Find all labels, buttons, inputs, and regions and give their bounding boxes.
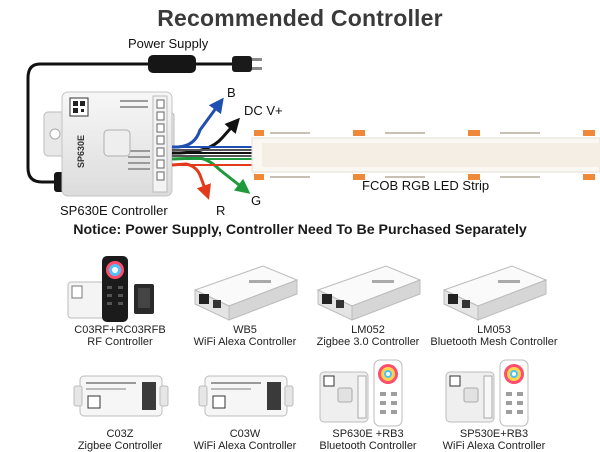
controller-image-wb5 [175,254,315,324]
controller-label: SP630E Controller [60,203,168,218]
controller-card-sp530e-rb3[interactable]: SP530E+RB3 WiFi Alexa Controller [424,358,564,452]
controller-card-lm052[interactable]: LM052 Zigbee 3.0 Controller [298,254,438,348]
controller-desc: Zigbee 3.0 Controller [316,336,420,348]
power-cable [26,62,150,184]
wire-label-dc: DC V+ [244,103,283,118]
controller-name: C03W [229,428,261,440]
controller-name: SP530E+RB3 [459,428,529,440]
controller-card-c03rf[interactable]: C03RF+RC03RFB RF Controller [50,254,190,348]
controller-image-c03rf [50,254,190,324]
power-plug-icon [232,56,262,72]
sp630e-controller: SP630E [43,91,175,197]
controller-desc: RF Controller [87,336,153,348]
controller-card-c03w[interactable]: C03W WiFi Alexa Controller [175,358,315,452]
controller-name: LM052 [351,324,385,336]
controller-card-c03z[interactable]: C03Z Zigbee Controller [50,358,190,452]
wire-bundle-to-strip [172,149,260,157]
power-supply-label: Power Supply [128,36,209,51]
wire-blue [172,97,224,149]
controller-image-lm052 [298,254,438,324]
controller-image-lm053 [424,254,564,324]
controller-card-lm053[interactable]: LM053 Bluetooth Mesh Controller [424,254,564,348]
controller-name: LM053 [477,324,511,336]
controller-desc: WiFi Alexa Controller [193,440,297,452]
controller-desc: WiFi Alexa Controller [193,336,297,348]
controller-model-text: SP630E [76,135,86,168]
controller-card-sp630e-rb3[interactable]: SP630E +RB3 Bluetooth Controller [298,358,438,452]
strip-label: FCOB RGB LED Strip [362,178,489,193]
controller-button [103,129,131,157]
wire-label-g: G [251,193,261,208]
controller-desc: Zigbee Controller [77,440,163,452]
wire-label-r: R [216,203,225,218]
wiring-diagram: Power Supply SP630E [26,36,600,218]
controller-name: C03Z [106,428,134,440]
controller-image-c03z [50,358,190,428]
controller-name: C03RF+RC03RFB [74,324,166,336]
notice-text: Notice: Power Supply, Controller Need To… [73,222,527,238]
controller-card-wb5[interactable]: WB5 WiFi Alexa Controller [175,254,315,348]
controller-image-c03w [175,358,315,428]
wire-red [171,162,211,200]
controller-name: SP630E +RB3 [332,428,404,440]
controller-image-sp530e-rb3 [424,358,564,428]
power-supply-adapter [148,55,196,73]
controller-desc: Bluetooth Controller [319,440,417,452]
page-title: Recommended Controller [157,5,443,31]
controller-name: WB5 [233,324,257,336]
fcob-led-strip [251,130,600,180]
wire-label-b: B [227,85,236,100]
controller-desc: Bluetooth Mesh Controller [430,336,558,348]
controller-desc: WiFi Alexa Controller [442,440,546,452]
controller-image-sp630e-rb3 [298,358,438,428]
